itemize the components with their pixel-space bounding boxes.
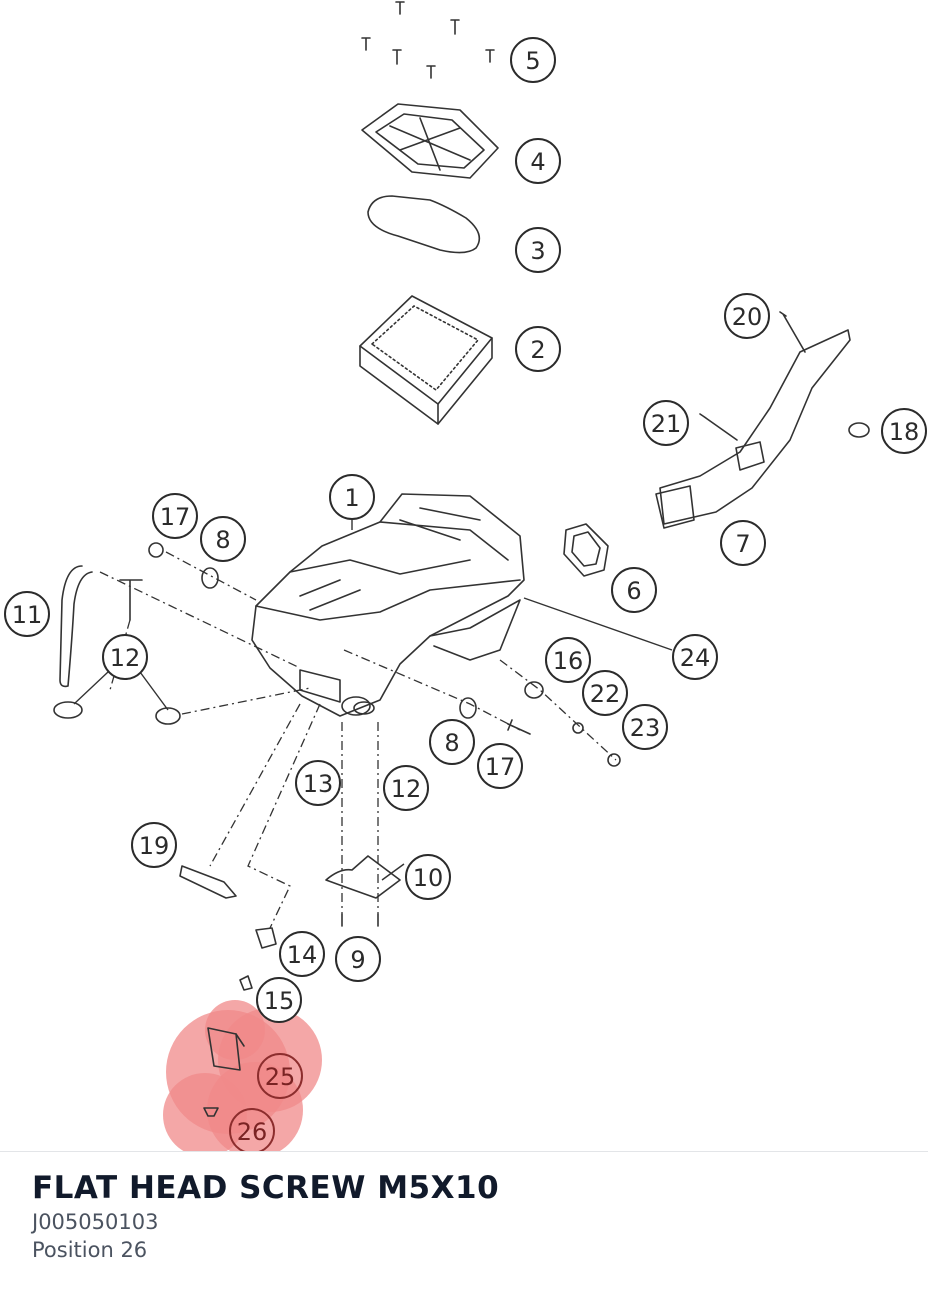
callout-17[interactable]: 17	[152, 493, 198, 539]
nut-part-23[interactable]	[607, 753, 621, 767]
callout-label: 12	[391, 775, 422, 803]
callout-10[interactable]: 10	[405, 854, 451, 900]
callout-label: 20	[732, 303, 763, 331]
callout-label: 13	[303, 770, 334, 798]
bracket-part-25[interactable]	[207, 1027, 245, 1071]
callout-label: 8	[215, 526, 230, 554]
callout-17[interactable]: 17	[477, 743, 523, 789]
callout-label: 2	[530, 336, 545, 364]
callout-8[interactable]: 8	[429, 719, 475, 765]
callout-label: 18	[889, 418, 920, 446]
callout-6[interactable]: 6	[611, 567, 657, 613]
bolt-part-17b[interactable]	[507, 719, 531, 735]
callout-12[interactable]: 12	[383, 765, 429, 811]
callout-3[interactable]: 3	[515, 227, 561, 273]
flat-head-screw-part-26[interactable]	[203, 1107, 219, 1117]
part-position: Position 26	[32, 1238, 148, 1262]
callout-12[interactable]: 12	[102, 634, 148, 680]
sensor-part-19[interactable]	[179, 865, 237, 899]
callout-label: 14	[287, 941, 318, 969]
callout-label: 11	[12, 601, 43, 629]
callout-25[interactable]: 25	[257, 1053, 303, 1099]
callout-16[interactable]: 16	[545, 637, 591, 683]
callout-7[interactable]: 7	[720, 520, 766, 566]
callout-label: 16	[553, 647, 584, 675]
callout-label: 5	[525, 47, 540, 75]
leader-lines	[73, 516, 673, 881]
callout-label: 1	[344, 484, 359, 512]
callout-label: 26	[237, 1118, 268, 1146]
callout-9[interactable]: 9	[335, 936, 381, 982]
callout-19[interactable]: 19	[131, 822, 177, 868]
callout-label: 17	[485, 753, 516, 781]
callout-label: 10	[413, 864, 444, 892]
bolt-part-21[interactable]	[699, 413, 738, 441]
callout-label: 9	[350, 946, 365, 974]
bracket-part-10[interactable]	[325, 855, 401, 899]
callout-15[interactable]: 15	[256, 977, 302, 1023]
callout-13[interactable]: 13	[295, 760, 341, 806]
screws-part-9[interactable]	[341, 913, 379, 927]
seal-part-6[interactable]	[563, 523, 609, 577]
callout-label: 12	[110, 644, 141, 672]
grommet-part-8a[interactable]	[201, 567, 219, 589]
callout-21[interactable]: 21	[643, 400, 689, 446]
airbox-part-1[interactable]	[251, 493, 525, 717]
gasket-part-3[interactable]	[367, 195, 481, 254]
callout-label: 3	[530, 237, 545, 265]
hose-part-11[interactable]	[59, 565, 93, 688]
callout-label: 6	[626, 577, 641, 605]
callout-label: 15	[264, 987, 295, 1015]
connector-part-14[interactable]	[255, 927, 277, 949]
callout-label: 23	[630, 714, 661, 742]
air-filter-part-2[interactable]	[359, 295, 493, 425]
callout-11[interactable]: 11	[4, 591, 50, 637]
grommet-part-8b[interactable]	[459, 697, 477, 719]
callout-8[interactable]: 8	[200, 516, 246, 562]
divider	[0, 1151, 928, 1152]
screws-part-5[interactable]	[361, 1, 495, 79]
washer-part-22[interactable]	[572, 722, 584, 734]
part-info-panel: FLAT HEAD SCREW M5X10 J005050103 Positio…	[32, 1168, 912, 1264]
grommet-part-18[interactable]	[848, 422, 870, 438]
callout-label: 8	[444, 729, 459, 757]
callout-label: 25	[265, 1063, 296, 1091]
callout-2[interactable]: 2	[515, 326, 561, 372]
callout-14[interactable]: 14	[279, 931, 325, 977]
callout-4[interactable]: 4	[515, 138, 561, 184]
callout-18[interactable]: 18	[881, 408, 927, 454]
callout-20[interactable]: 20	[724, 293, 770, 339]
callout-24[interactable]: 24	[672, 634, 718, 680]
assembly-lines	[99, 551, 617, 929]
callout-label: 7	[735, 530, 750, 558]
callout-1[interactable]: 1	[329, 474, 375, 520]
part-number: J005050103	[32, 1210, 159, 1234]
callout-label: 22	[590, 680, 621, 708]
part-name: FLAT HEAD SCREW M5X10	[32, 1170, 500, 1206]
intake-duct-part-7[interactable]	[655, 329, 851, 529]
filter-cover-part-4[interactable]	[361, 103, 499, 179]
callout-label: 21	[651, 410, 682, 438]
bolt-part-16[interactable]	[524, 681, 544, 699]
callout-5[interactable]: 5	[510, 37, 556, 83]
clamp-part-12b[interactable]	[353, 701, 375, 715]
bolt-part-20[interactable]	[779, 311, 806, 353]
callout-label: 17	[160, 503, 191, 531]
callout-label: 4	[530, 148, 545, 176]
bolt-part-17a[interactable]	[148, 542, 164, 558]
callout-23[interactable]: 23	[622, 704, 668, 750]
callout-label: 19	[139, 832, 170, 860]
callout-label: 24	[680, 644, 711, 672]
callout-22[interactable]: 22	[582, 670, 628, 716]
callout-26[interactable]: 26	[229, 1108, 275, 1152]
clip-part-15[interactable]	[239, 975, 253, 991]
